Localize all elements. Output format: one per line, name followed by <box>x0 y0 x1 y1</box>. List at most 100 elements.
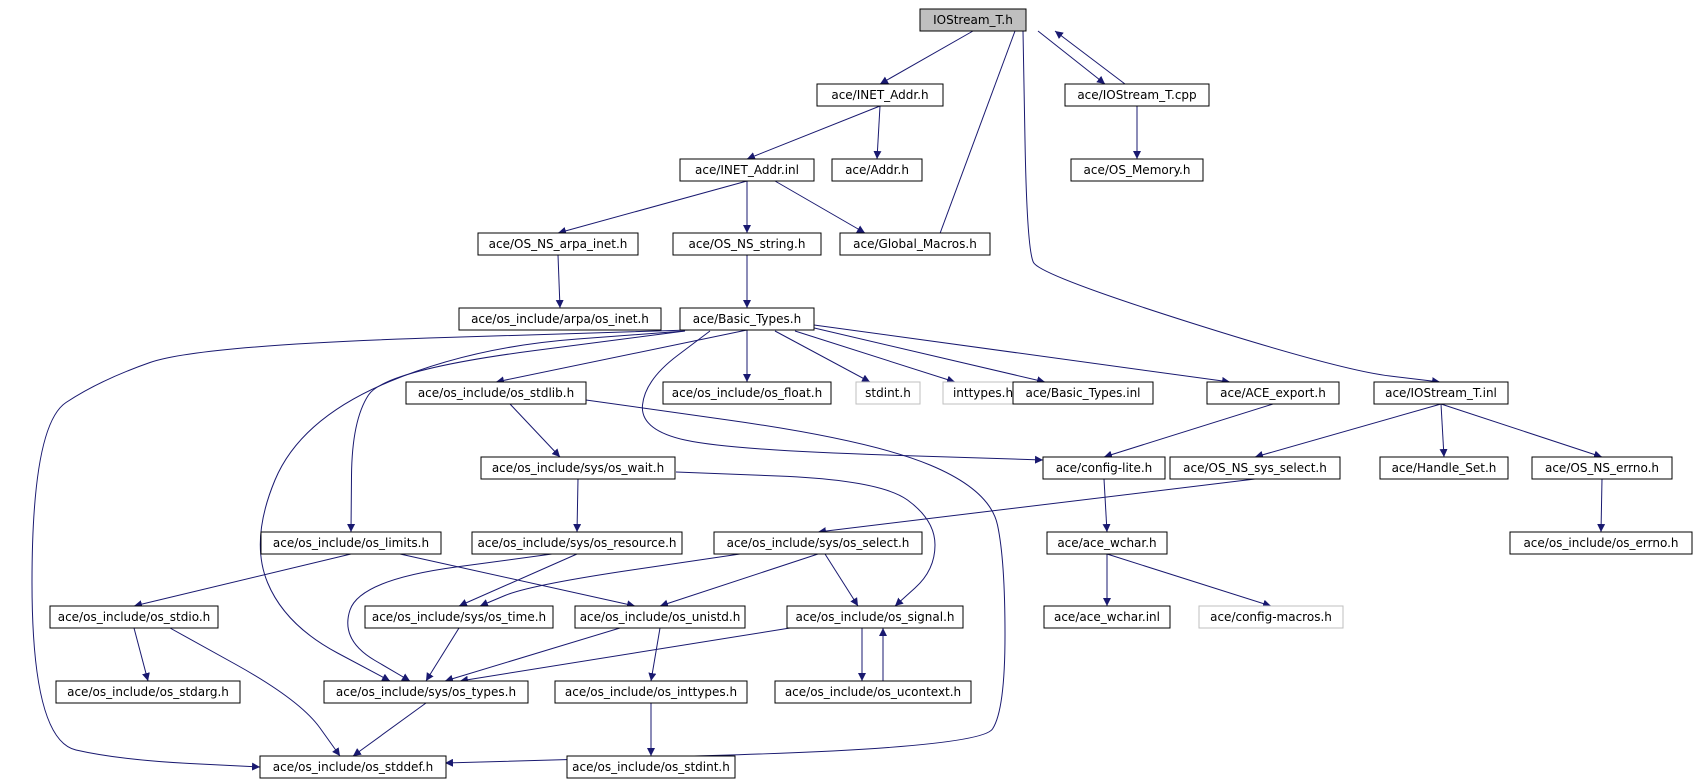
node-box <box>477 232 639 256</box>
node-addr_h[interactable]: ace/Addr.h <box>831 158 923 182</box>
node-box <box>260 531 442 555</box>
node-os_errno_h[interactable]: ace/os_include/os_errno.h <box>1509 531 1693 555</box>
node-os_signal_h[interactable]: ace/os_include/os_signal.h <box>786 605 964 629</box>
node-os_inet_h[interactable]: ace/os_include/arpa/os_inet.h <box>458 307 662 331</box>
node-os_ns_sys_select_h[interactable]: ace/OS_NS_sys_select.h <box>1169 456 1341 480</box>
node-os_memory_h[interactable]: ace/OS_Memory.h <box>1070 158 1204 182</box>
node-label: ace/Addr.h <box>845 163 909 177</box>
node-ace_wchar_inl[interactable]: ace/ace_wchar.inl <box>1043 605 1171 629</box>
edge-iostream_t_inl-to-os_ns_errno_h <box>1440 403 1603 459</box>
node-os_resource_h[interactable]: ace/os_include/sys/os_resource.h <box>471 531 683 555</box>
edge-iostream_t_inl-to-handle_set_h <box>1439 403 1448 458</box>
node-box <box>1042 456 1166 480</box>
node-ace_export_h[interactable]: ace/ACE_export.h <box>1206 381 1340 405</box>
node-box <box>1198 605 1344 629</box>
node-box <box>566 755 736 779</box>
node-os_select_h[interactable]: ace/os_include/sys/os_select.h <box>713 531 923 555</box>
node-label: ace/INET_Addr.inl <box>695 163 799 177</box>
node-os_stdarg_h[interactable]: ace/os_include/os_stdarg.h <box>55 680 241 704</box>
edge-os_stdio_h-to-os_stdarg_h <box>133 627 150 682</box>
edge-iostream_t_inl-to-os_ns_sys_select_h <box>1254 403 1442 459</box>
node-box <box>679 158 815 182</box>
edge-inet_addr_h-to-addr_h <box>873 105 882 160</box>
edge-config_lite_h-to-ace_wchar_h <box>1102 478 1111 533</box>
node-global_macros_h[interactable]: ace/Global_Macros.h <box>839 232 991 256</box>
edge-iostream_t_h-to-iostream_t_inl <box>1022 30 1441 386</box>
node-iostream_t_cpp[interactable]: ace/IOStream_T.cpp <box>1064 83 1210 107</box>
node-box <box>364 605 554 629</box>
node-os_time_h[interactable]: ace/os_include/sys/os_time.h <box>364 605 554 629</box>
node-box <box>554 680 748 704</box>
node-box <box>1509 531 1693 555</box>
node-label: ace/ace_wchar.inl <box>1054 610 1160 624</box>
node-label: ace/os_include/os_stdio.h <box>58 610 211 624</box>
edge-basic_types_h-to-inttypes_h <box>794 330 956 384</box>
node-os_stdint_h[interactable]: ace/os_include/os_stdint.h <box>566 755 736 779</box>
node-box <box>458 307 662 331</box>
node-os_stdlib_h[interactable]: ace/os_include/os_stdlib.h <box>405 381 587 405</box>
edge-ace_wchar_h-to-config_macros_h <box>1106 553 1272 608</box>
edge-basic_types_h-to-os_limits_h <box>347 330 686 533</box>
edge-os_signal_h-to-os_types_h <box>459 627 791 684</box>
edge-basic_types_h-to-os_types_h <box>259 330 686 682</box>
node-os_wait_h[interactable]: ace/os_include/sys/os_wait.h <box>480 456 676 480</box>
node-os_ns_arpa_inet_h[interactable]: ace/OS_NS_arpa_inet.h <box>477 232 639 256</box>
node-os_stddef_h[interactable]: ace/os_include/os_stddef.h <box>259 755 447 779</box>
node-os_stdio_h[interactable]: ace/os_include/os_stdio.h <box>49 605 219 629</box>
node-os_unistd_h[interactable]: ace/os_include/os_unistd.h <box>574 605 746 629</box>
edge-os_ns_arpa_inet_h-to-os_inet_h <box>555 254 564 309</box>
edge-os_stdlib_h-to-os_stddef_h <box>444 399 1006 767</box>
node-label: ace/ace_wchar.h <box>1057 536 1156 550</box>
node-iostream_t_inl[interactable]: ace/IOStream_T.inl <box>1373 381 1509 405</box>
node-os_limits_h[interactable]: ace/os_include/os_limits.h <box>260 531 442 555</box>
edge-os_stdio_h-to-os_stddef_h <box>169 627 341 757</box>
node-box <box>1046 531 1168 555</box>
node-inet_addr_inl[interactable]: ace/INET_Addr.inl <box>679 158 815 182</box>
edge-os_ns_sys_select_h-to-os_select_h <box>817 478 1256 536</box>
node-os_float_h[interactable]: ace/os_include/os_float.h <box>662 381 832 405</box>
node-label: ace/config-macros.h <box>1210 610 1332 624</box>
node-label: ace/os_include/sys/os_time.h <box>372 610 546 624</box>
edge-basic_types_h-to-os_stddef_h <box>31 329 691 771</box>
edge-os_stdlib_h-to-os_wait_h <box>509 403 561 458</box>
node-basic_types_h[interactable]: ace/Basic_Types.h <box>679 307 815 331</box>
node-os_ns_errno_h[interactable]: ace/OS_NS_errno.h <box>1531 456 1673 480</box>
node-box <box>855 381 921 405</box>
node-label: ace/OS_NS_errno.h <box>1545 461 1659 475</box>
node-handle_set_h[interactable]: ace/Handle_Set.h <box>1379 456 1509 480</box>
edge-basic_types_h-to-os_stdlib_h <box>495 329 748 385</box>
node-box <box>1379 456 1509 480</box>
node-box <box>55 680 241 704</box>
node-basic_types_inl[interactable]: ace/Basic_Types.inl <box>1012 381 1154 405</box>
node-ace_wchar_h[interactable]: ace/ace_wchar.h <box>1046 531 1168 555</box>
edge-os_resource_h-to-os_time_h <box>458 553 578 607</box>
node-os_types_h[interactable]: ace/os_include/sys/os_types.h <box>323 680 529 704</box>
edge-inet_addr_inl-to-global_macros_h <box>774 180 866 234</box>
node-box <box>1531 456 1673 480</box>
node-label: ace/os_include/sys/os_wait.h <box>492 461 664 475</box>
edge-os_limits_h-to-os_stdio_h <box>133 553 352 609</box>
node-box <box>1373 381 1509 405</box>
node-os_ucontext_h[interactable]: ace/os_include/os_ucontext.h <box>774 680 972 704</box>
node-label: ace/os_include/os_errno.h <box>1523 536 1678 550</box>
node-box <box>1070 158 1204 182</box>
node-box <box>480 456 676 480</box>
node-label: ace/Basic_Types.h <box>693 312 801 326</box>
node-label: ace/os_include/os_signal.h <box>796 610 955 624</box>
node-inet_addr_h[interactable]: ace/INET_Addr.h <box>816 83 944 107</box>
node-box <box>1064 83 1210 107</box>
node-config_lite_h[interactable]: ace/config-lite.h <box>1042 456 1166 480</box>
edge-iostream_t_h-to-inet_addr_h <box>879 30 974 85</box>
node-os_inttypes_h[interactable]: ace/os_include/os_inttypes.h <box>554 680 748 704</box>
node-label: ace/os_include/os_unistd.h <box>580 610 741 624</box>
node-os_ns_string_h[interactable]: ace/OS_NS_string.h <box>672 232 822 256</box>
node-label: ace/OS_NS_sys_select.h <box>1183 461 1327 475</box>
node-box <box>405 381 587 405</box>
edge-os_select_h-to-os_time_h <box>479 553 741 607</box>
node-inttypes_h: inttypes.h <box>942 381 1024 405</box>
node-label: ace/OS_NS_arpa_inet.h <box>489 237 628 251</box>
node-label: ace/os_include/os_inttypes.h <box>565 685 737 699</box>
edge-os_ns_errno_h-to-os_errno_h <box>1597 478 1606 533</box>
node-label: ace/os_include/os_stdarg.h <box>67 685 229 699</box>
edge-ace_export_h-to-config_lite_h <box>1103 403 1274 459</box>
